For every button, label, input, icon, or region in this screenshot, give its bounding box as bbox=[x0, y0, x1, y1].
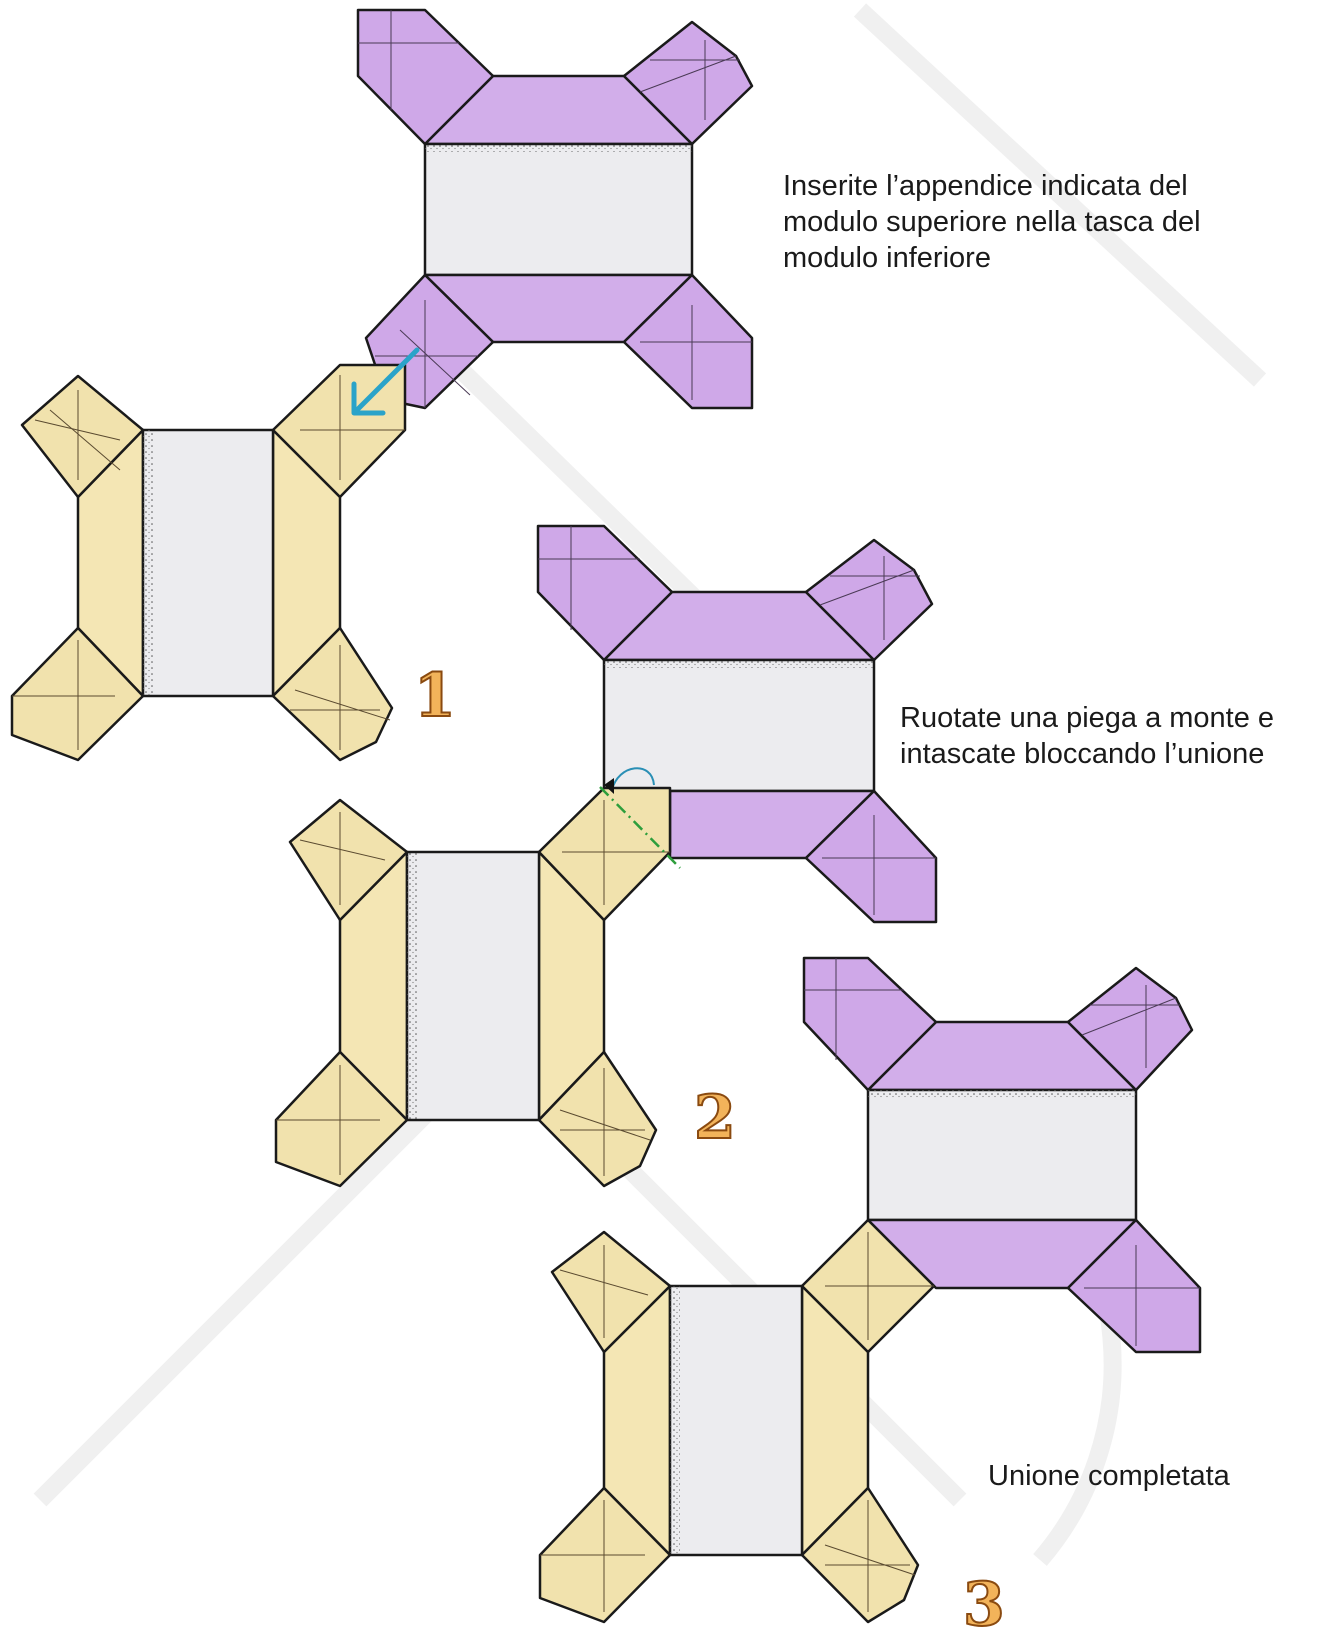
caption-step-2: Ruotate una piega a monte e intascate bl… bbox=[900, 702, 1275, 770]
module-top-step3 bbox=[802, 956, 1202, 1354]
caption-step-1: Inserite l’appendice indicata del modulo… bbox=[783, 170, 1201, 274]
curved-arrow-icon bbox=[604, 767, 655, 794]
step-number-2: 2 bbox=[693, 1083, 737, 1153]
step-number-3: 3 bbox=[962, 1570, 1006, 1640]
crease-lines-step3-bottom bbox=[540, 1232, 934, 1612]
step-number-1: 1 bbox=[413, 661, 457, 731]
module-bottom-step3 bbox=[538, 1218, 936, 1624]
arrow-down-left-icon bbox=[351, 347, 420, 416]
caption-step-3: Unione completata bbox=[988, 1460, 1230, 1492]
module-top-step1 bbox=[356, 8, 754, 410]
crease-lines-step3-top bbox=[804, 958, 1200, 1346]
crease-lines-step2-bottom bbox=[276, 800, 670, 1176]
mountain-fold-line bbox=[599, 786, 681, 869]
crease-lines-step1-top bbox=[358, 10, 752, 408]
module-bottom-step1 bbox=[10, 363, 407, 762]
crease-lines-step2-top bbox=[538, 526, 936, 915]
crease-lines-step1-bottom bbox=[12, 375, 405, 750]
module-top-step2 bbox=[536, 524, 938, 924]
module-bottom-step2 bbox=[274, 786, 672, 1188]
